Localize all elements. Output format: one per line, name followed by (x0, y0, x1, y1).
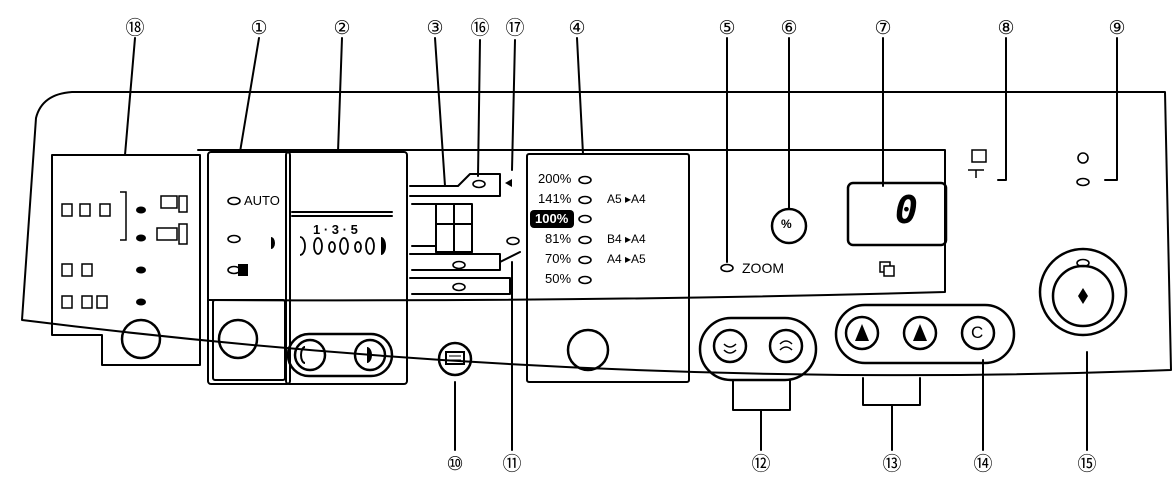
callout-11: ⑪ (502, 453, 522, 475)
callout-14: ⑭ (973, 453, 993, 475)
callout-6: ⑥ (780, 17, 798, 39)
clear-key-label[interactable]: C (971, 323, 984, 342)
duplex-select-key (120, 318, 162, 360)
callout-9: ⑨ (1108, 17, 1126, 39)
callout-7: ⑦ (874, 17, 892, 39)
exposure-adjust-keys (286, 332, 394, 378)
callout-1: ① (250, 17, 268, 39)
callout-15: ⑮ (1077, 453, 1097, 475)
exposure-scale-label: 1 · 3 · 5 (313, 222, 358, 237)
start-key-outer (1038, 247, 1128, 337)
callout-17: ⑰ (505, 17, 525, 39)
ratio-select-key (566, 328, 610, 372)
ratio-81: 81% (545, 231, 572, 246)
ratio-141: 141% (538, 191, 572, 206)
percent-key-label[interactable]: % (781, 217, 792, 231)
callout-2: ② (333, 17, 351, 39)
copy-keys-base (834, 303, 1016, 365)
callout-18: ⑱ (125, 17, 145, 39)
document-path-graphic (409, 173, 501, 197)
exposure-level-box (285, 151, 408, 385)
inner-panel-line (197, 149, 946, 302)
ratio-paper-b4-a4: B4 ▸A4 (607, 232, 646, 246)
ratio-100-selected: 100% (535, 211, 569, 226)
clear-key (960, 315, 996, 351)
tray-select-key (437, 341, 473, 377)
ratio-50: 50% (545, 271, 572, 286)
percent-key (770, 207, 808, 245)
ratio-paper-a4-a5: A4 ▸A5 (607, 252, 646, 266)
zoom-keys-base (698, 316, 818, 382)
callout-5: ⑤ (718, 17, 736, 39)
callout-13: ⑬ (882, 453, 902, 475)
duplex-section-box (51, 154, 201, 366)
display-box (846, 181, 948, 247)
callout-10: ⑩ (446, 453, 464, 475)
ratio-200: 200% (538, 171, 572, 186)
ratio-section-box (526, 153, 690, 383)
ratio-paper-a5-a4: A5 ▸A4 (607, 192, 646, 206)
exposure-mode-box (207, 151, 291, 385)
callout-16: ⑯ (470, 17, 490, 39)
exposure-mode-key (217, 318, 259, 360)
copy-count-display: 0 (895, 188, 918, 232)
ratio-70: 70% (545, 251, 572, 266)
auto-label: AUTO (244, 193, 280, 208)
callout-8: ⑧ (997, 17, 1015, 39)
zoom-label: ZOOM (742, 260, 784, 276)
callout-3: ③ (426, 17, 444, 39)
callout-12: ⑫ (751, 453, 771, 475)
callout-4: ④ (568, 17, 586, 39)
